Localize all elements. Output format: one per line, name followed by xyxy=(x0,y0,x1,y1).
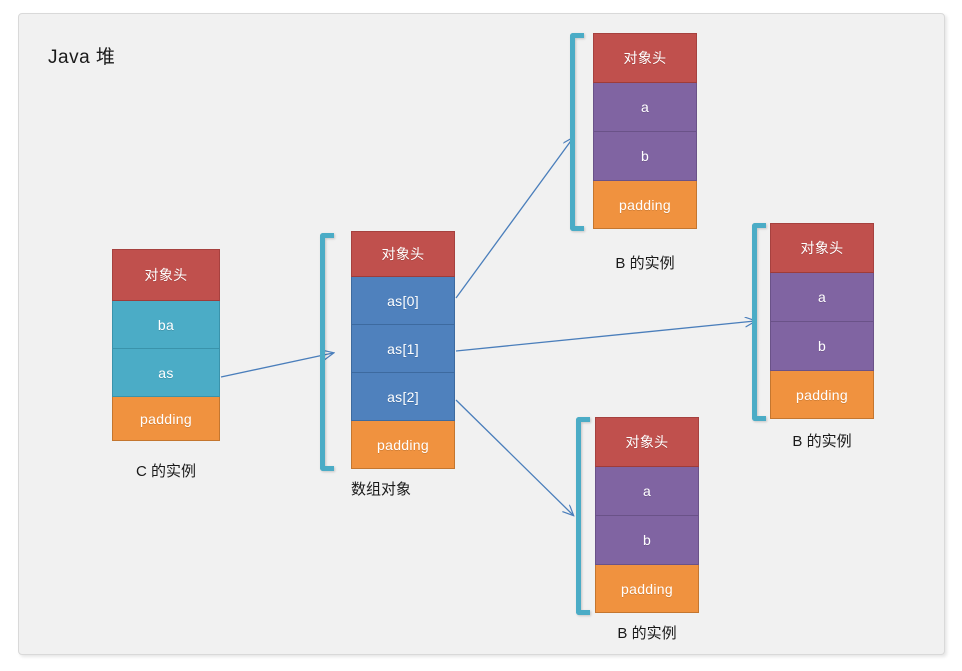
b-instance-bottom-label: B 的实例 xyxy=(617,625,677,642)
array-object-cell-padding: padding xyxy=(351,421,455,469)
c-instance-label: C 的实例 xyxy=(135,463,196,480)
c-instance-cell-ba: ba xyxy=(112,301,220,349)
c-instance-cell-object-header: 对象头 xyxy=(112,249,220,301)
b-instance-right-cell-object-header: 对象头 xyxy=(770,223,874,273)
b-instance-right-object: 对象头 a b padding xyxy=(770,223,874,419)
b-instance-right-cell-b: b xyxy=(770,322,874,371)
b-instance-top-object: 对象头 a b padding xyxy=(593,33,697,229)
b-instance-top-cell-a: a xyxy=(593,83,697,132)
b-instance-top-reference-bracket xyxy=(570,33,584,231)
b-instance-bottom-reference-bracket xyxy=(576,417,590,615)
c-instance-cell-padding: padding xyxy=(112,397,220,441)
b-instance-bottom-cell-padding: padding xyxy=(595,565,699,613)
b-instance-top-cell-b: b xyxy=(593,132,697,181)
array-object-cell-as1: as[1] xyxy=(351,325,455,373)
b-instance-top-label: B 的实例 xyxy=(615,255,675,272)
b-instance-right-cell-a: a xyxy=(770,273,874,322)
array-object-cell-as0: as[0] xyxy=(351,277,455,325)
array-object: 对象头 as[0] as[1] as[2] padding xyxy=(351,231,455,469)
b-instance-right-cell-padding: padding xyxy=(770,371,874,419)
b-instance-bottom-cell-b: b xyxy=(595,516,699,565)
b-instance-right-label: B 的实例 xyxy=(792,433,852,450)
b-instance-top-cell-padding: padding xyxy=(593,181,697,229)
c-instance-cell-as: as xyxy=(112,349,220,397)
b-instance-bottom-cell-object-header: 对象头 xyxy=(595,417,699,467)
b-instance-bottom-object: 对象头 a b padding xyxy=(595,417,699,613)
array-object-cell-as2: as[2] xyxy=(351,373,455,421)
array-object-reference-bracket xyxy=(320,233,334,471)
c-instance-object: 对象头 ba as padding xyxy=(112,249,220,441)
b-instance-top-cell-object-header: 对象头 xyxy=(593,33,697,83)
b-instance-right-reference-bracket xyxy=(752,223,766,421)
heap-title: Java 堆 xyxy=(48,47,116,68)
array-object-cell-object-header: 对象头 xyxy=(351,231,455,277)
array-object-label: 数组对象 xyxy=(351,481,412,498)
b-instance-bottom-cell-a: a xyxy=(595,467,699,516)
